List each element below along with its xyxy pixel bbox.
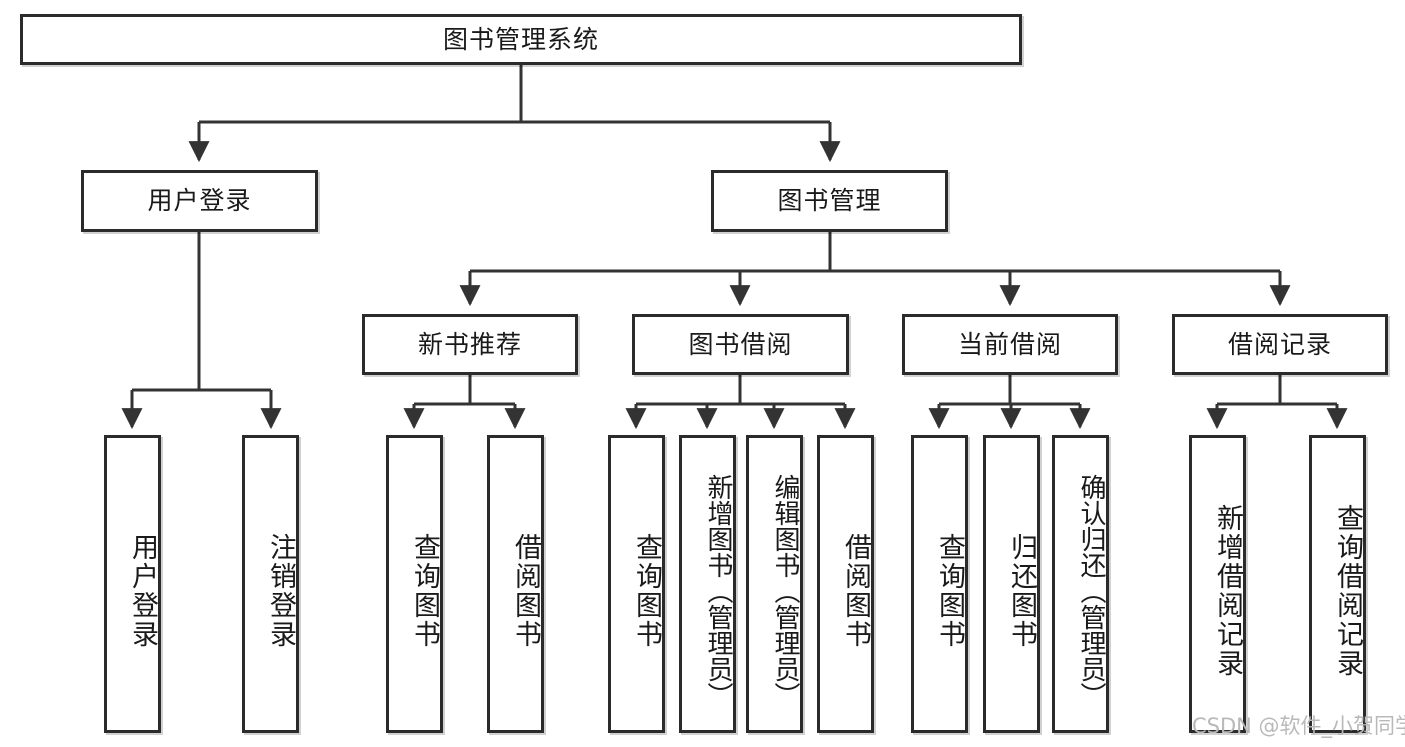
node-leaf-add-record[interactable]: 新增借阅记录: [1189, 435, 1246, 733]
node-leaf-user-login[interactable]: 用户登录: [104, 435, 161, 733]
node-book-borrow-label: 图书借阅: [688, 329, 793, 359]
node-new-book-rec-label: 新书推荐: [417, 329, 522, 359]
node-leaf-add-book[interactable]: 新增图书（管理员）: [679, 435, 736, 733]
node-leaf-borrow-book-1[interactable]: 借阅图书: [487, 435, 544, 733]
node-current-borrow[interactable]: 当前借阅: [902, 314, 1118, 375]
node-leaf-query-record[interactable]: 查询借阅记录: [1309, 435, 1366, 733]
node-book-manage[interactable]: 图书管理: [711, 170, 948, 232]
node-current-borrow-label: 当前借阅: [957, 329, 1062, 359]
node-book-manage-label: 图书管理: [777, 186, 882, 216]
node-leaf-query-book-3[interactable]: 查询图书: [911, 435, 968, 733]
csdn-watermark: CSDN @软件_小贺同学: [1192, 714, 1405, 738]
node-leaf-return-book[interactable]: 归还图书: [983, 435, 1040, 733]
node-leaf-query-book-1[interactable]: 查询图书: [386, 435, 443, 733]
node-leaf-edit-book[interactable]: 编辑图书（管理员）: [746, 435, 803, 733]
node-user-login[interactable]: 用户登录: [81, 170, 318, 232]
node-root[interactable]: 图书管理系统: [20, 14, 1022, 65]
node-book-borrow[interactable]: 图书借阅: [632, 314, 849, 375]
node-borrow-record-label: 借阅记录: [1227, 329, 1332, 359]
node-new-book-rec[interactable]: 新书推荐: [362, 314, 578, 375]
node-leaf-logout[interactable]: 注销登录: [242, 435, 299, 733]
node-leaf-confirm-return[interactable]: 确认归还（管理员）: [1052, 435, 1109, 733]
node-borrow-record[interactable]: 借阅记录: [1172, 314, 1388, 375]
node-root-label: 图书管理系统: [442, 24, 599, 54]
node-leaf-query-book-2[interactable]: 查询图书: [608, 435, 665, 733]
node-leaf-borrow-book-2[interactable]: 借阅图书: [817, 435, 874, 733]
node-user-login-label: 用户登录: [147, 186, 252, 216]
